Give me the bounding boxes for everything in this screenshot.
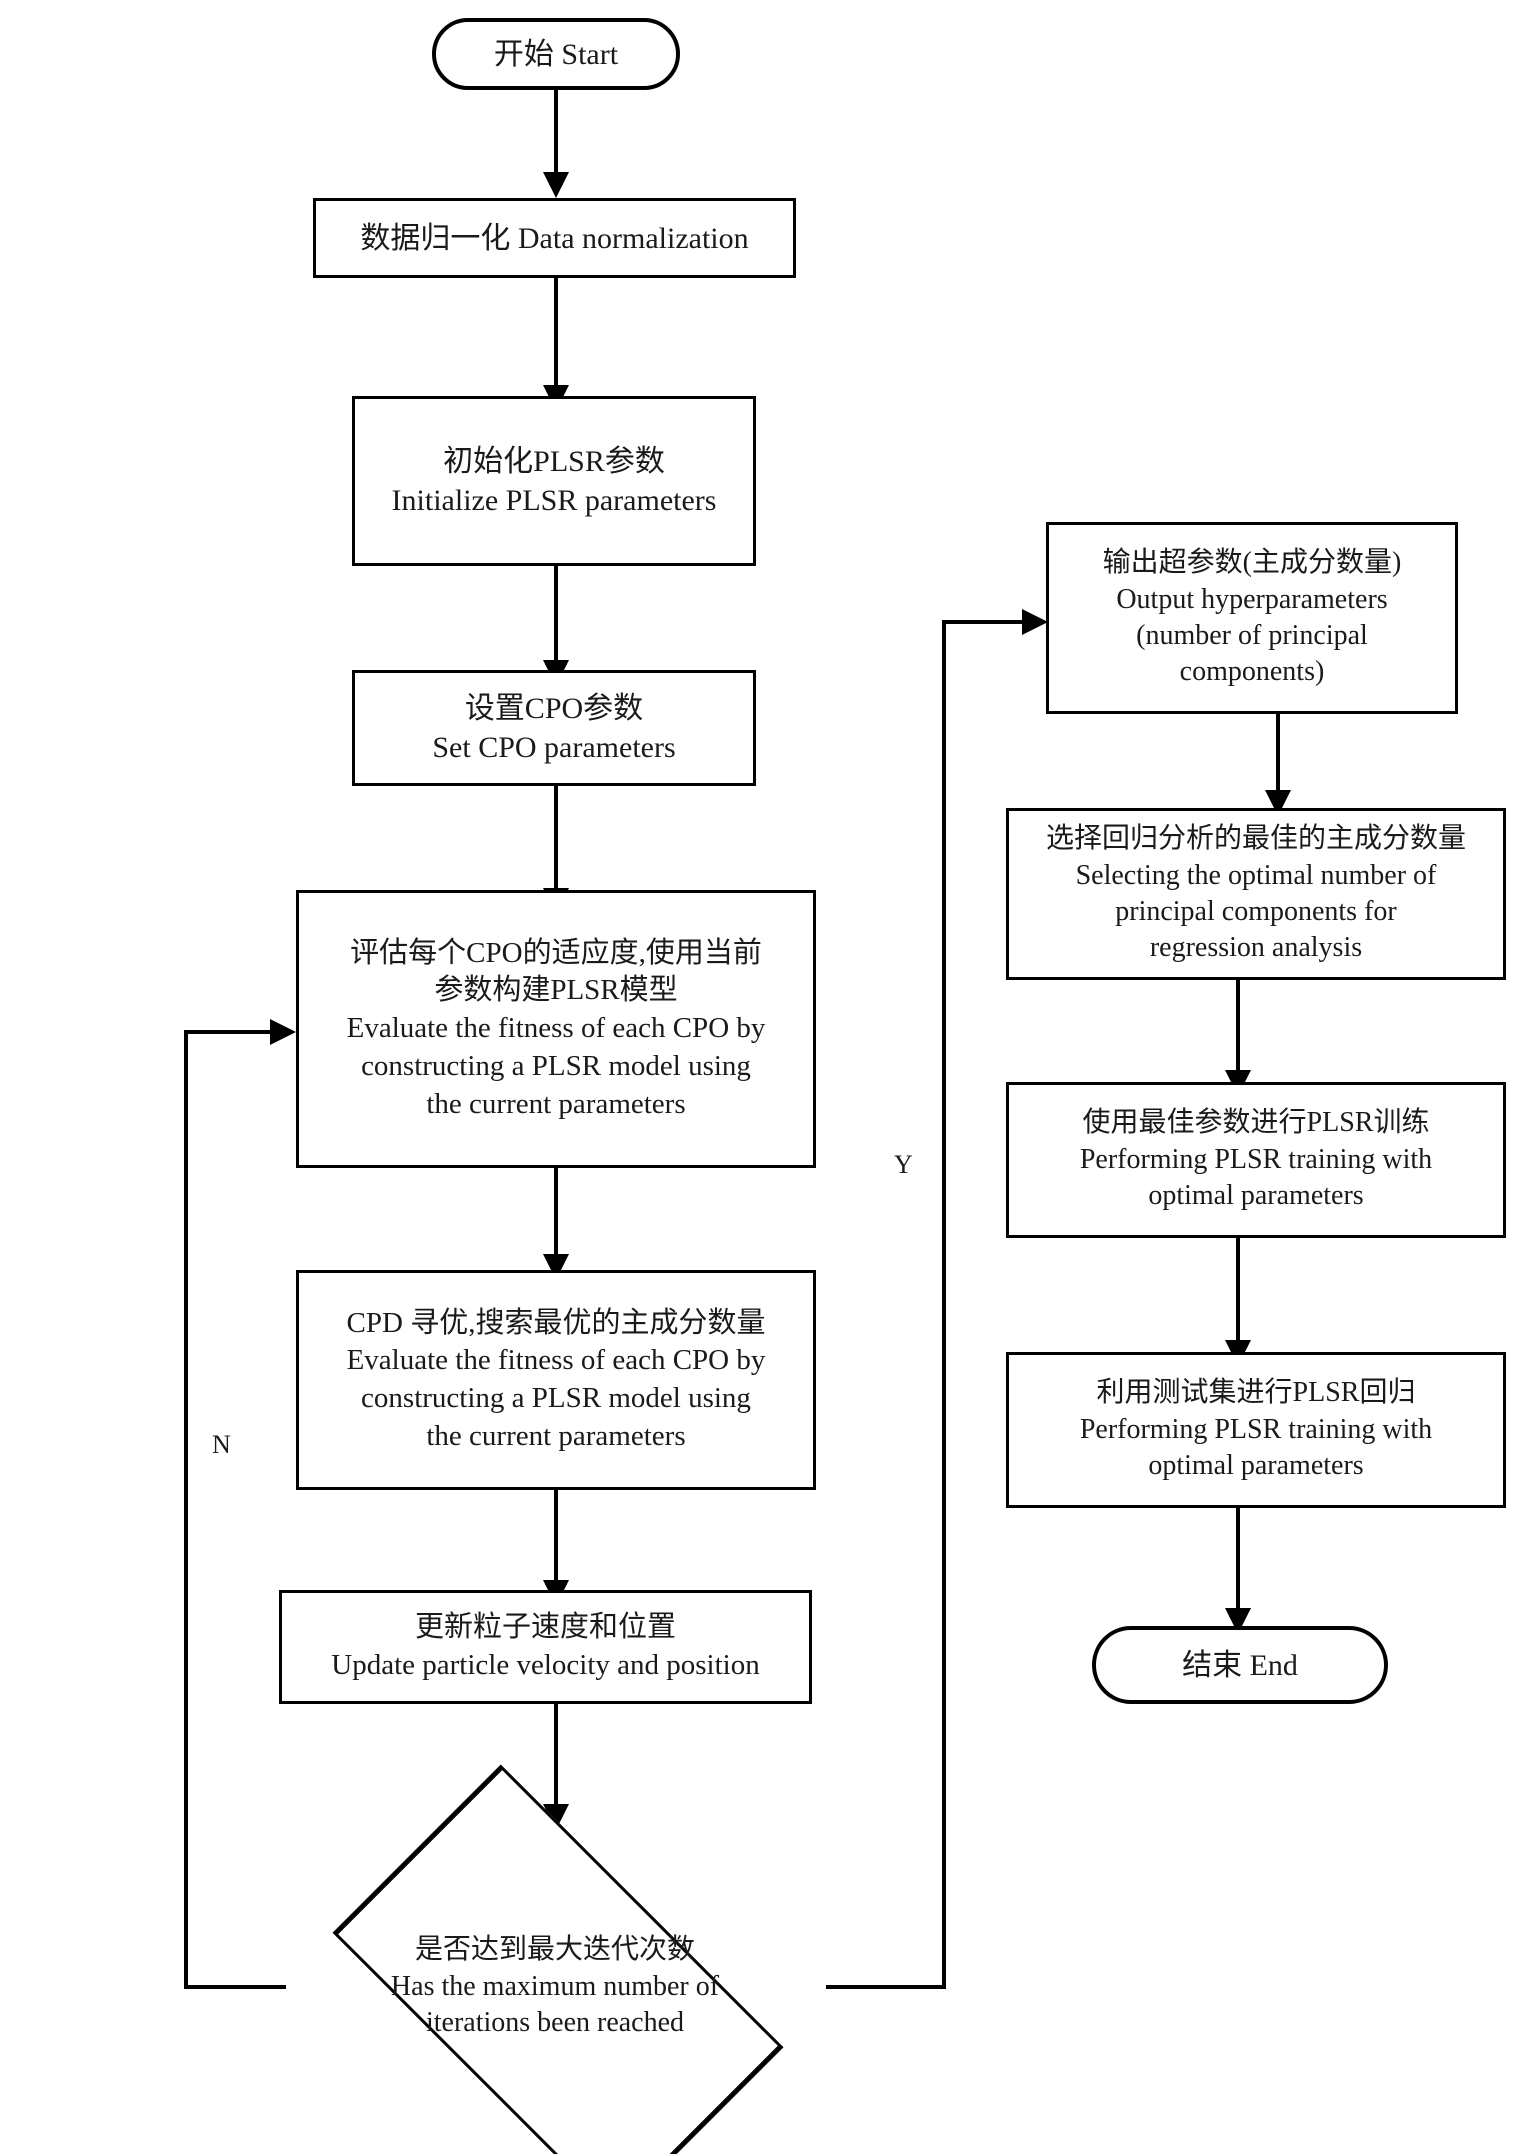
arrowhead-yes-branch xyxy=(1022,609,1048,635)
connector-select-to-training xyxy=(1236,980,1240,1080)
node-start-label: 开始 Start xyxy=(493,37,619,71)
node-end[interactable]: 结束 End xyxy=(1092,1626,1388,1704)
connector-cpd-to-update xyxy=(554,1490,558,1590)
node-update-particle-label: 更新粒子速度和位置 Update particle velocity and p… xyxy=(331,1611,760,1681)
node-set-cpo-label: 设置CPO参数 Set CPO parameters xyxy=(432,692,676,764)
connector-training-to-regression xyxy=(1236,1238,1240,1350)
node-cpd-search-label: CPD 寻优,搜索最优的主成分数量 Evaluate the fitness o… xyxy=(346,1306,766,1452)
node-output-hyperparameters-label: 输出超参数(主成分数量) Output hyperparameters (num… xyxy=(1102,547,1402,688)
connector-regression-to-end xyxy=(1236,1508,1240,1618)
connector-output-to-select xyxy=(1276,714,1280,800)
node-data-normalization[interactable]: 数据归一化 Data normalization xyxy=(313,198,796,278)
node-plsr-regression-test[interactable]: 利用测试集进行PLSR回归 Performing PLSR training w… xyxy=(1006,1352,1506,1508)
node-evaluate-fitness-label: 评估每个CPO的适应度,使用当前 参数构建PLSR模型 Evaluate the… xyxy=(346,936,766,1120)
connector-no-branch-vertical xyxy=(184,1030,188,1989)
node-data-normalization-label: 数据归一化 Data normalization xyxy=(360,221,749,255)
arrowhead-no-branch xyxy=(270,1019,296,1045)
connector-no-branch-horizontal-bottom xyxy=(184,1985,286,1989)
branch-label-no: N xyxy=(212,1430,231,1459)
node-init-plsr[interactable]: 初始化PLSR参数 Initialize PLSR parameters xyxy=(352,396,756,566)
connector-update-to-decision xyxy=(554,1704,558,1814)
node-select-optimal-pc[interactable]: 选择回归分析的最佳的主成分数量 Selecting the optimal nu… xyxy=(1006,808,1506,980)
node-select-optimal-pc-label: 选择回归分析的最佳的主成分数量 Selecting the optimal nu… xyxy=(1045,823,1466,964)
node-plsr-training-label: 使用最佳参数进行PLSR训练 Performing PLSR training … xyxy=(1079,1107,1433,1212)
node-end-label: 结束 End xyxy=(1182,1648,1298,1682)
node-output-hyperparameters[interactable]: 输出超参数(主成分数量) Output hyperparameters (num… xyxy=(1046,522,1458,714)
node-max-iterations-decision-label: 是否达到最大迭代次数 Has the maximum number of ite… xyxy=(390,1934,720,2039)
connector-no-branch-horizontal-top xyxy=(184,1030,272,1034)
connector-setcpo-to-evaluate xyxy=(554,786,558,898)
connector-yes-branch-vertical xyxy=(942,620,946,1989)
node-plsr-training[interactable]: 使用最佳参数进行PLSR训练 Performing PLSR training … xyxy=(1006,1082,1506,1238)
arrowhead-start-to-normalization xyxy=(543,172,569,198)
node-plsr-regression-test-label: 利用测试集进行PLSR回归 Performing PLSR training w… xyxy=(1079,1377,1433,1482)
node-cpd-search[interactable]: CPD 寻优,搜索最优的主成分数量 Evaluate the fitness o… xyxy=(296,1270,816,1490)
connector-start-to-normalization xyxy=(554,90,558,176)
connector-normalization-to-init xyxy=(554,278,558,389)
node-evaluate-fitness[interactable]: 评估每个CPO的适应度,使用当前 参数构建PLSR模型 Evaluate the… xyxy=(296,890,816,1168)
node-set-cpo[interactable]: 设置CPO参数 Set CPO parameters xyxy=(352,670,756,786)
branch-label-yes: Y xyxy=(894,1150,913,1179)
connector-yes-branch-horizontal-bottom xyxy=(826,1985,946,1989)
node-start[interactable]: 开始 Start xyxy=(432,18,680,90)
connector-evaluate-to-cpd xyxy=(554,1168,558,1264)
connector-yes-branch-horizontal-top xyxy=(942,620,1024,624)
node-max-iterations-decision[interactable]: 是否达到最大迭代次数 Has the maximum number of ite… xyxy=(279,1764,831,2154)
connector-init-to-setcpo xyxy=(554,566,558,670)
node-init-plsr-label: 初始化PLSR参数 Initialize PLSR parameters xyxy=(391,445,717,517)
node-update-particle[interactable]: 更新粒子速度和位置 Update particle velocity and p… xyxy=(279,1590,812,1704)
